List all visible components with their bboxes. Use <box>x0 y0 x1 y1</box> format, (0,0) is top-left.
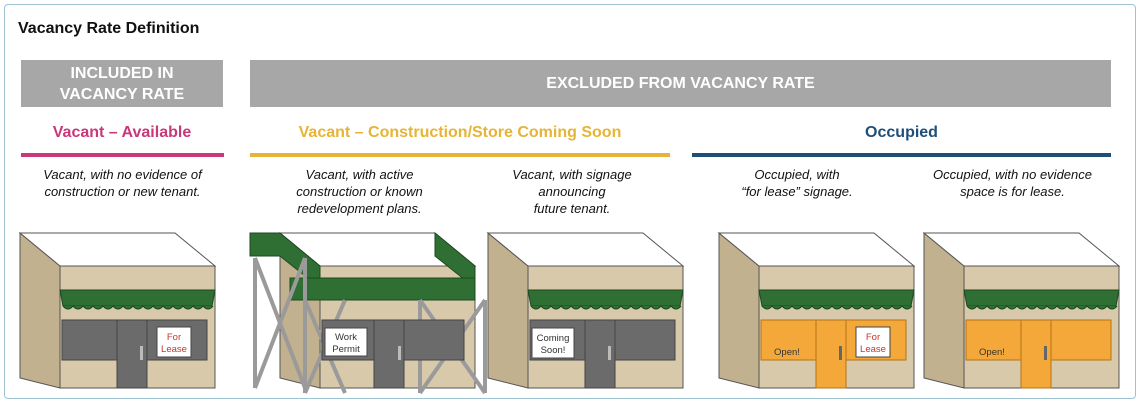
work-permit-sign <box>324 327 368 357</box>
work-permit-text-line2: Permit <box>332 344 360 355</box>
description-vacant-available: Vacant, with no evidence of construction… <box>43 167 202 199</box>
coming-soon-text-line1: Coming <box>537 333 570 344</box>
storefront-coming-soon: Coming Soon! <box>486 231 685 389</box>
included-banner: INCLUDED IN VACANCY RATE <box>21 60 223 107</box>
coming-soon-text-line2: Soon! <box>541 345 566 356</box>
storefront-occupied: Open! <box>922 231 1121 389</box>
storefront-vacant-construction: Work Permit <box>249 231 487 395</box>
for-lease-text-line1: For <box>167 332 181 343</box>
open-sign-text: Open! <box>774 347 800 358</box>
for-lease-sign <box>855 326 891 358</box>
category-rule-vacant-available <box>21 153 224 157</box>
description-occupied: Occupied, with no evidence space is for … <box>933 167 1092 199</box>
for-lease-sign <box>156 326 192 358</box>
category-rule-vacant-construction <box>250 153 670 157</box>
for-lease-text-line2: Lease <box>860 344 886 355</box>
description-vacant-construction: Vacant, with active construction or know… <box>296 167 423 216</box>
for-lease-text-line1: For <box>866 332 880 343</box>
storefront-vacant-available: For Lease <box>18 231 217 389</box>
coming-soon-sign <box>531 327 575 359</box>
description-vacant-coming-soon: Vacant, with signage announcing future t… <box>512 167 632 216</box>
for-lease-text-line2: Lease <box>161 344 187 355</box>
category-occupied: Occupied <box>865 124 938 141</box>
description-occupied-for-lease: Occupied, with “for lease” signage. <box>741 167 853 199</box>
excluded-banner: EXCLUDED FROM VACANCY RATE <box>250 60 1111 107</box>
category-rule-occupied <box>692 153 1111 157</box>
category-vacant-available: Vacant – Available <box>52 124 192 141</box>
storefront-occupied-for-lease: Open! For Lease <box>717 231 916 389</box>
diagram-title: Vacancy Rate Definition <box>18 20 200 37</box>
open-sign-text: Open! <box>979 347 1005 358</box>
category-vacant-construction: Vacant – Construction/Store Coming Soon <box>298 124 622 141</box>
work-permit-text-line1: Work <box>335 332 357 343</box>
